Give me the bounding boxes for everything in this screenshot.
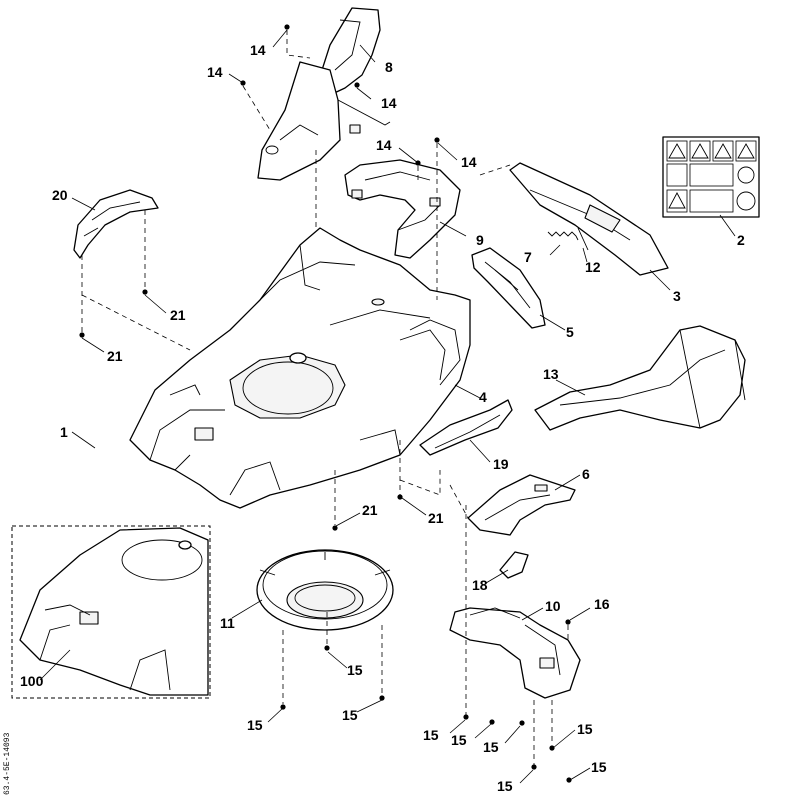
- screw-15e: [489, 719, 495, 725]
- part-6-baffle: [467, 474, 576, 536]
- callout-21d: 21: [428, 510, 444, 526]
- callout-3: 3: [673, 288, 681, 304]
- callout-19: 19: [493, 456, 509, 472]
- callout-20: 20: [52, 187, 68, 203]
- screw-15g: [549, 745, 555, 751]
- screw-15i: [566, 777, 572, 783]
- callout-15f: 15: [483, 739, 499, 755]
- callout-15i: 15: [591, 759, 607, 775]
- screw-14c: [354, 82, 360, 88]
- part-4-deck-skirt: [409, 319, 461, 386]
- callout-15b: 15: [347, 662, 363, 678]
- callout-4: 4: [479, 389, 487, 405]
- callout-100: 100: [20, 673, 44, 689]
- screw-21a: [142, 289, 148, 295]
- part-1-mower-deck: [129, 227, 471, 509]
- part-20-rear-trim: [73, 189, 159, 259]
- callout-15c: 15: [342, 707, 358, 723]
- screw-14e: [434, 137, 440, 143]
- screw-16: [565, 619, 571, 625]
- part-13-discharge-chute: [534, 325, 746, 431]
- callout-8: 8: [385, 59, 393, 75]
- screw-15d: [463, 714, 469, 720]
- callout-15g: 15: [577, 721, 593, 737]
- callout-14d: 14: [376, 137, 392, 153]
- part-19-front-trim: [419, 399, 513, 456]
- screw-21d: [397, 494, 403, 500]
- callout-12: 12: [585, 259, 601, 275]
- callout-14e: 14: [461, 154, 477, 170]
- screw-15b: [324, 645, 330, 651]
- callout-15h: 15: [497, 778, 513, 794]
- callout-11: 11: [220, 615, 235, 631]
- screw-14a: [284, 24, 290, 30]
- part-3-discharge-cover: [509, 162, 669, 276]
- part-10-rear-bracket: [449, 607, 581, 699]
- drawing-code: 63.4-5E-14093: [3, 732, 12, 795]
- callout-2: 2: [737, 232, 745, 248]
- part-7-spring: [547, 231, 579, 241]
- part-12-rod: [577, 227, 589, 251]
- callout-15d: 15: [423, 727, 439, 743]
- part-9-handle-bracket: [344, 159, 461, 259]
- screw-21b: [79, 332, 85, 338]
- callout-14a: 14: [250, 42, 266, 58]
- part-8-handle-bracket: [257, 7, 391, 181]
- screw-15h: [531, 764, 537, 770]
- part-2-warning-label: [662, 136, 760, 218]
- callout-14c: 14: [381, 95, 397, 111]
- callout-10: 10: [545, 598, 561, 614]
- callout-labels: 1 2 3 4 5 6 7 8 9 10 11 12 13 14 14 14 1…: [20, 42, 745, 794]
- callout-18: 18: [472, 577, 488, 593]
- callout-7: 7: [524, 249, 532, 265]
- warning-sticker-cells: [666, 140, 757, 213]
- screw-15a: [280, 704, 286, 710]
- screw-21c: [332, 525, 338, 531]
- callout-15e: 15: [451, 732, 467, 748]
- callout-15a: 15: [247, 717, 263, 733]
- callout-16: 16: [594, 596, 610, 612]
- callout-21a: 21: [170, 307, 186, 323]
- leader-lines: [39, 29, 736, 784]
- callout-5: 5: [566, 324, 574, 340]
- screw-15c: [379, 695, 385, 701]
- assembly-lines: [81, 30, 569, 765]
- part-11-blade-cover: [256, 549, 394, 631]
- callout-21b: 21: [107, 348, 123, 364]
- callout-6: 6: [582, 466, 590, 482]
- callout-13: 13: [543, 366, 559, 382]
- callout-21c: 21: [362, 502, 378, 518]
- callout-9: 9: [476, 232, 484, 248]
- callout-1: 1: [60, 424, 68, 440]
- callout-14b: 14: [207, 64, 223, 80]
- part-18-clip: [499, 551, 529, 579]
- screw-15f: [519, 720, 525, 726]
- part-5-flap: [471, 247, 546, 329]
